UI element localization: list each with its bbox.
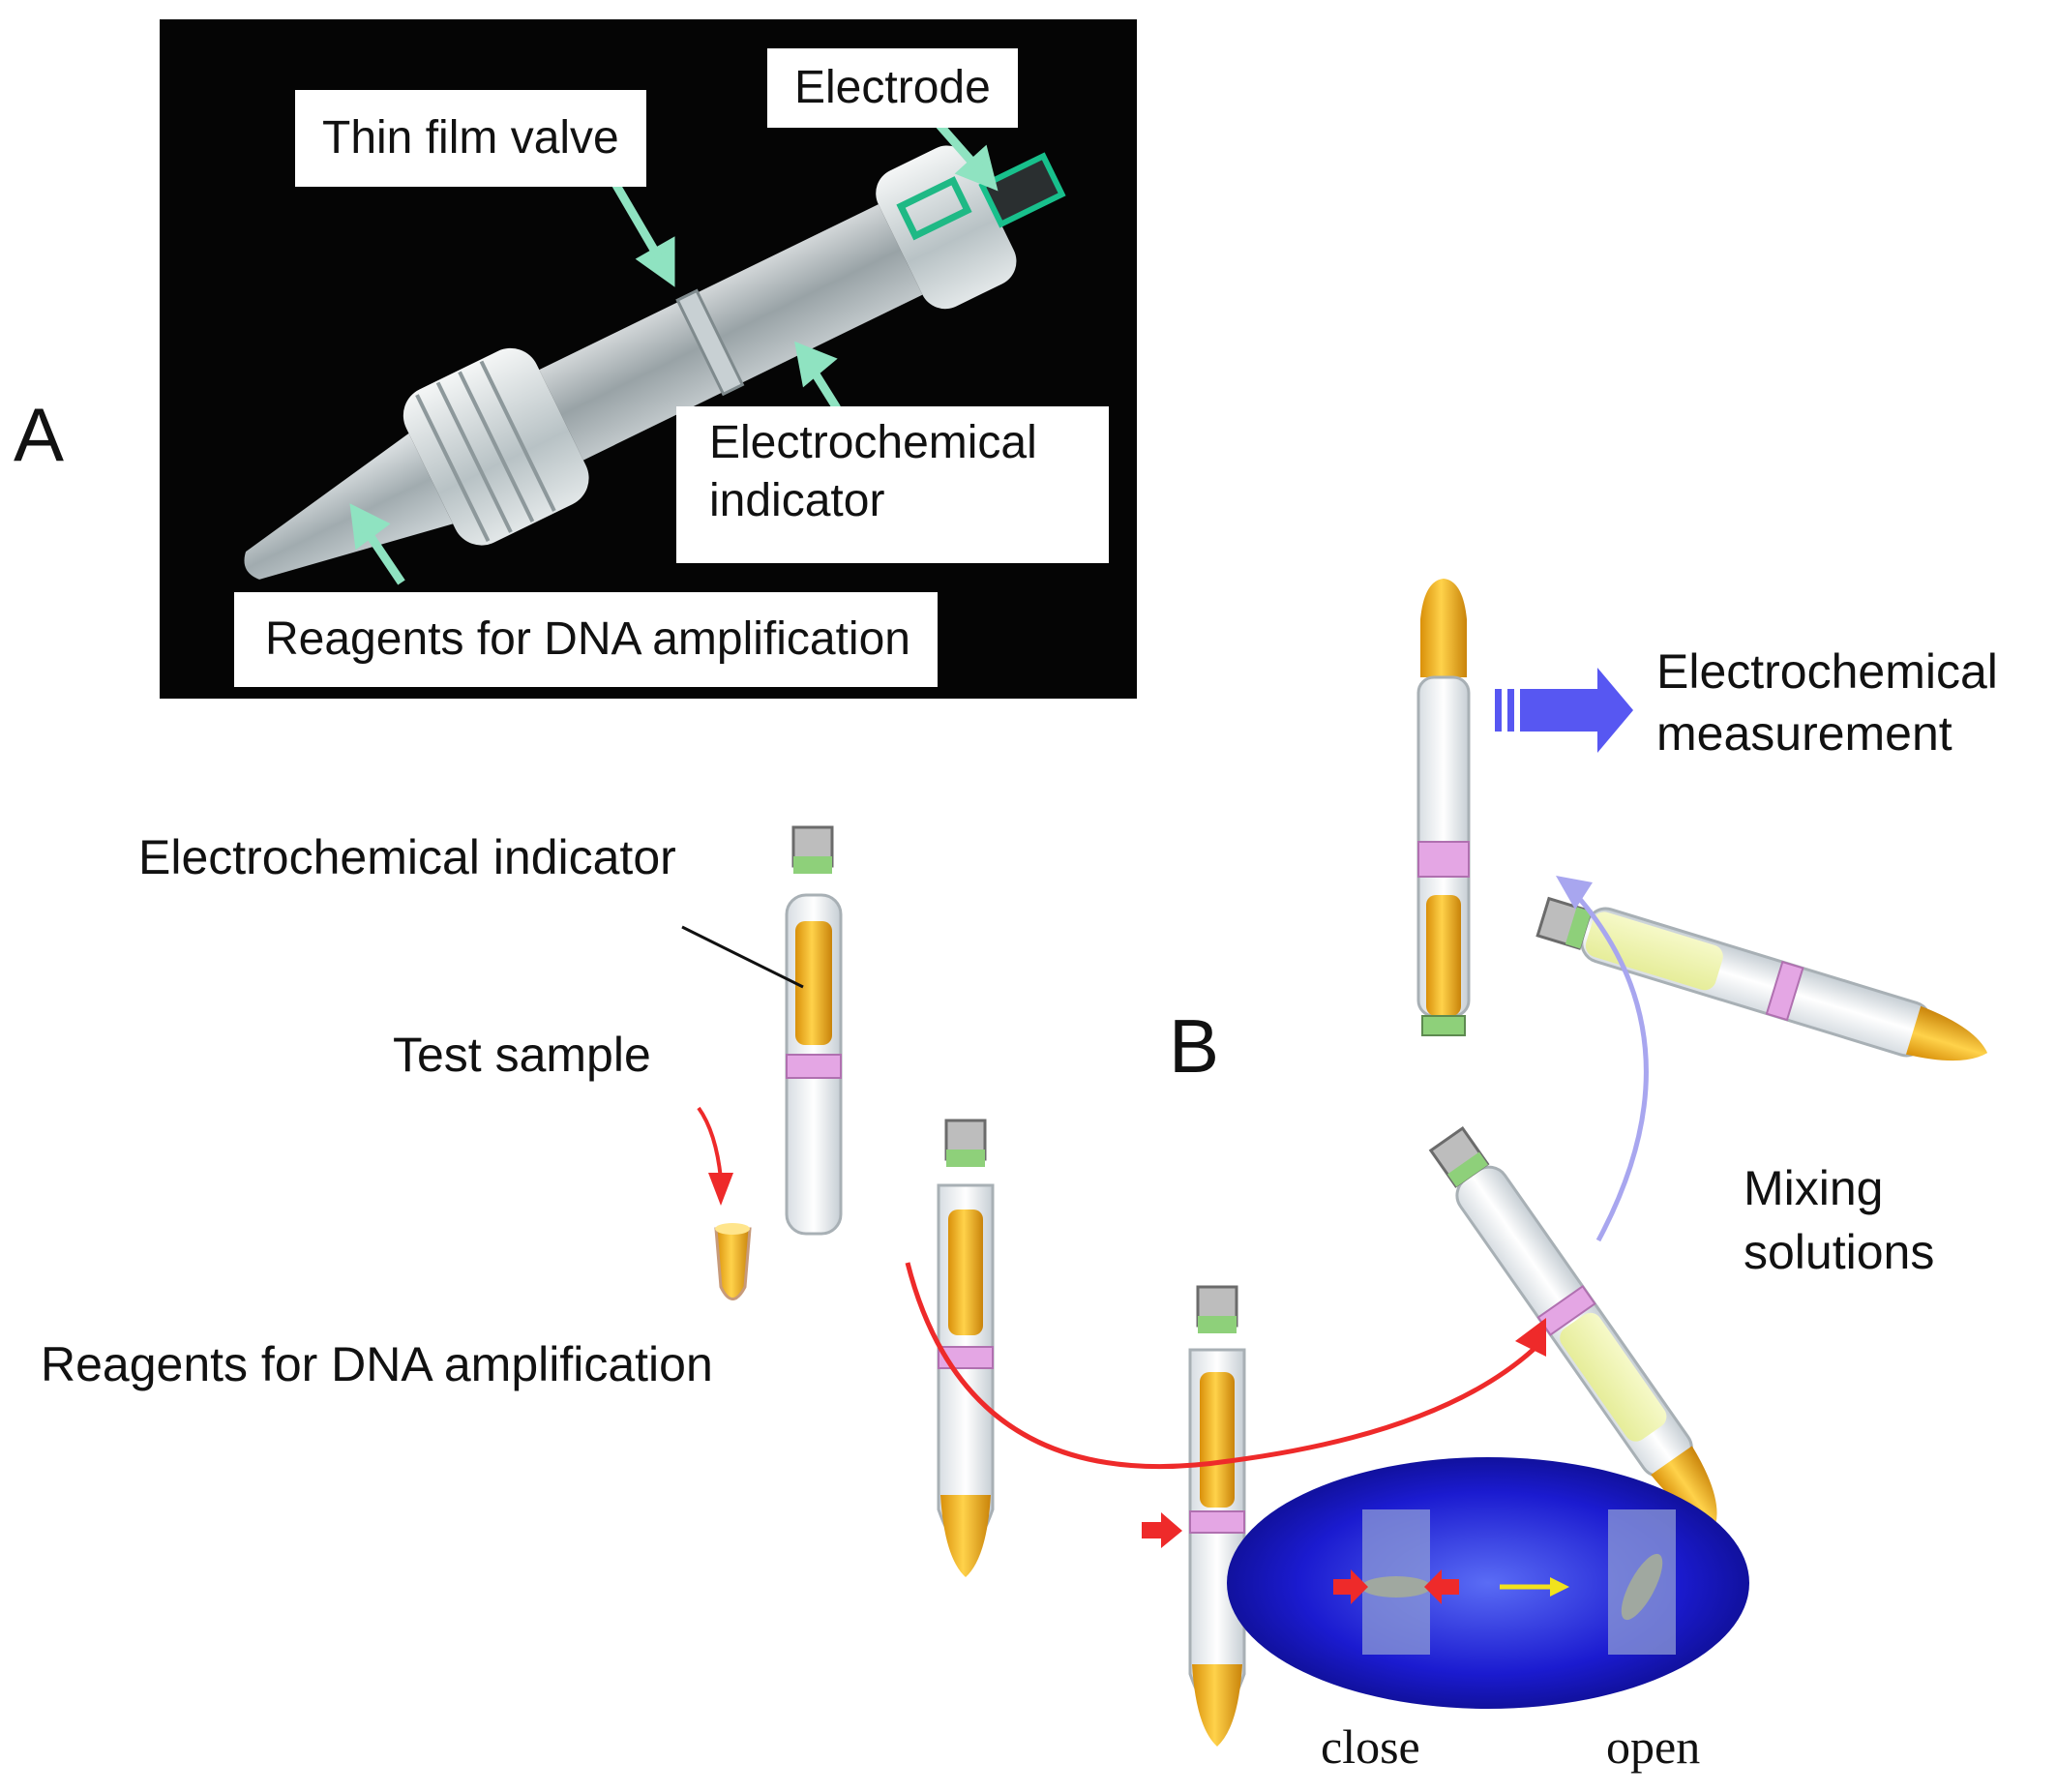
- label-test-sample: Test sample: [393, 1028, 651, 1082]
- valve-inset: [1227, 1457, 1749, 1709]
- label-close: close: [1321, 1719, 1420, 1774]
- label-reagents-b: Reagents for DNA amplification: [41, 1337, 713, 1391]
- tube-body: [539, 204, 923, 461]
- tube-step1: [714, 825, 843, 1300]
- label-electrochemical-indicator-a: Electrochemical indicator: [676, 406, 1109, 563]
- label-mixing-solutions: Mixing solutions: [1744, 1161, 1935, 1279]
- label-open: open: [1606, 1719, 1701, 1774]
- label-electrochemical-measurement: Electrochemical measurement: [1656, 644, 1998, 761]
- blue-arrow-measurement: [1495, 668, 1633, 753]
- tube-step3: [1188, 1285, 1246, 1747]
- label-reagents-a: Reagents for DNA amplification: [234, 592, 938, 687]
- electrode: [978, 152, 1066, 228]
- thin-film-valve: [675, 288, 745, 397]
- lavender-arrow-mixing: [1556, 876, 1649, 1242]
- label-electrochemical-indicator-b: Electrochemical indicator: [138, 830, 676, 884]
- device-photo-drawing: [244, 121, 1066, 585]
- tube-step2: [937, 1119, 995, 1577]
- tube-step5: [1535, 896, 1988, 1061]
- label-electrode: Electrode: [767, 48, 1018, 128]
- tube-step4: [1428, 1125, 1717, 1524]
- tube-step6: [1416, 579, 1471, 1036]
- tube-tip: [244, 433, 454, 580]
- panel-b-letter: B: [1169, 1003, 1220, 1089]
- panel-a-letter: A: [14, 392, 65, 477]
- red-arrow-process: [905, 1262, 1546, 1470]
- indicator-pointer-line: [681, 925, 804, 989]
- photo-callout-arrows: [349, 121, 999, 585]
- label-thin-film-valve: Thin film valve: [295, 90, 646, 187]
- red-arrow-sample: [697, 1106, 733, 1206]
